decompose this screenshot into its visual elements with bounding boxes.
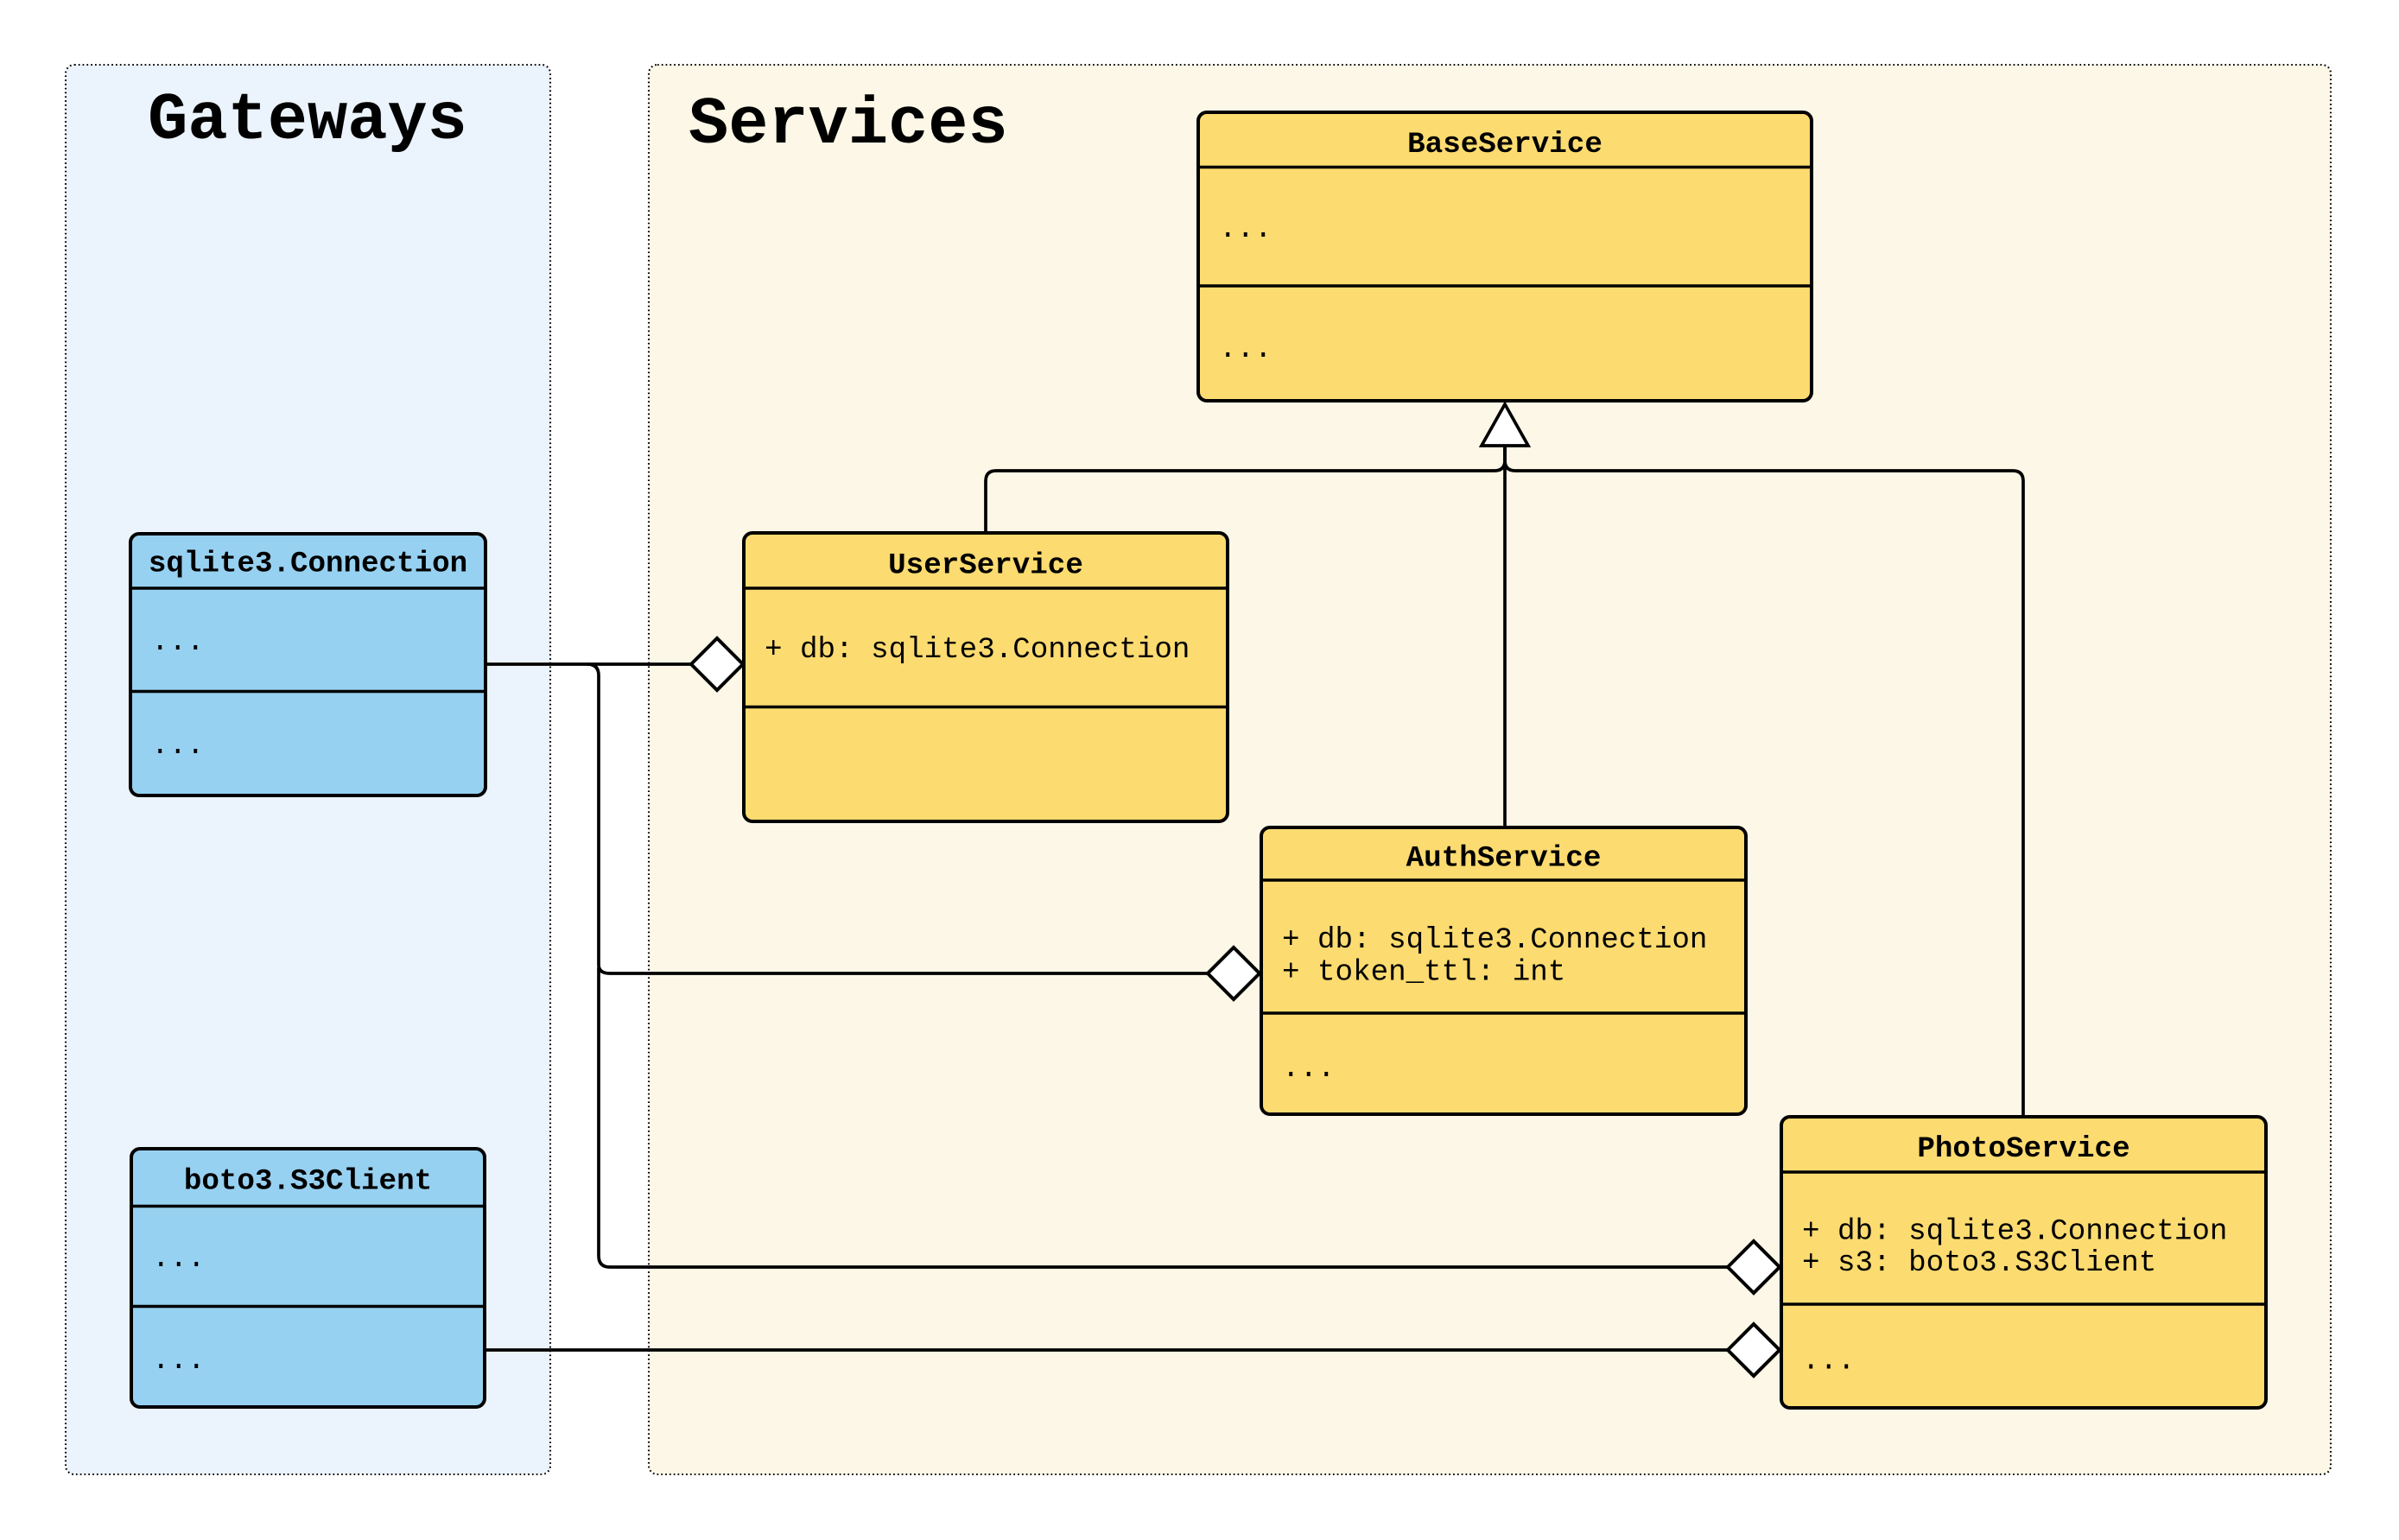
svg-text:...: ...	[151, 730, 205, 763]
svg-text:boto3.S3Client: boto3.S3Client	[184, 1166, 432, 1199]
svg-text:+ db: sqlite3.Connection: + db: sqlite3.Connection	[1282, 924, 1707, 957]
svg-text:+ db: sqlite3.Connection: + db: sqlite3.Connection	[765, 634, 1190, 667]
svg-text:...: ...	[152, 1243, 206, 1276]
svg-text:Gateways: Gateways	[148, 84, 467, 159]
svg-text:...: ...	[1802, 1346, 1856, 1378]
svg-text:...: ...	[1219, 213, 1272, 246]
svg-text:+ db: sqlite3.Connection: + db: sqlite3.Connection	[1802, 1216, 2227, 1249]
svg-text:AuthService: AuthService	[1406, 843, 1602, 876]
svg-text:...: ...	[1219, 333, 1272, 366]
svg-text:sqlite3.Connection: sqlite3.Connection	[149, 548, 467, 581]
svg-text:BaseService: BaseService	[1407, 129, 1603, 162]
svg-text:...: ...	[152, 1345, 206, 1378]
svg-text:UserService: UserService	[888, 550, 1083, 583]
svg-text:Services: Services	[689, 88, 1008, 163]
svg-text:+ s3: boto3.S3Client: + s3: boto3.S3Client	[1802, 1247, 2156, 1280]
svg-text:PhotoService: PhotoService	[1917, 1133, 2129, 1166]
svg-text:+ token_ttl: int: + token_ttl: int	[1282, 957, 1565, 990]
svg-text:...: ...	[151, 626, 205, 659]
svg-text:...: ...	[1282, 1053, 1336, 1086]
